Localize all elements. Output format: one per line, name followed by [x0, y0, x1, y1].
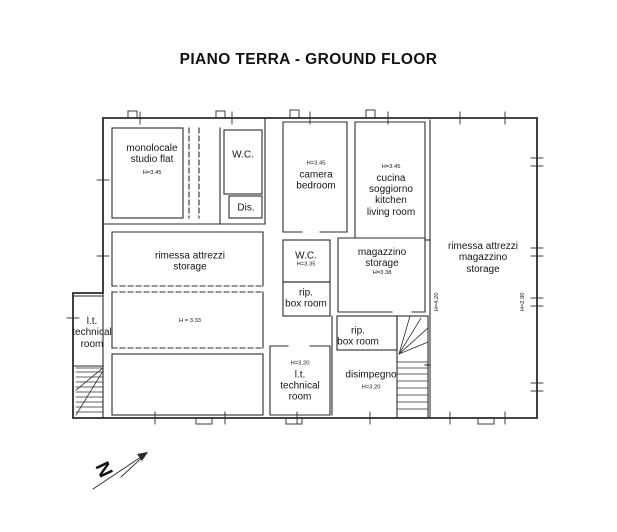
north-arrow-icon [92, 452, 148, 490]
pilasters [195, 417, 495, 425]
interior-walls-top [102, 117, 431, 419]
window-ticks [66, 109, 544, 425]
staircase-right [396, 315, 429, 419]
interior-walls-bottom [72, 292, 398, 419]
staircase-left [75, 367, 104, 416]
interior-walls-middle [111, 231, 426, 416]
page-title: PIANO TERRA - GROUND FLOOR [179, 51, 438, 68]
dashed-openings [111, 127, 264, 349]
outer-walls [72, 117, 538, 419]
